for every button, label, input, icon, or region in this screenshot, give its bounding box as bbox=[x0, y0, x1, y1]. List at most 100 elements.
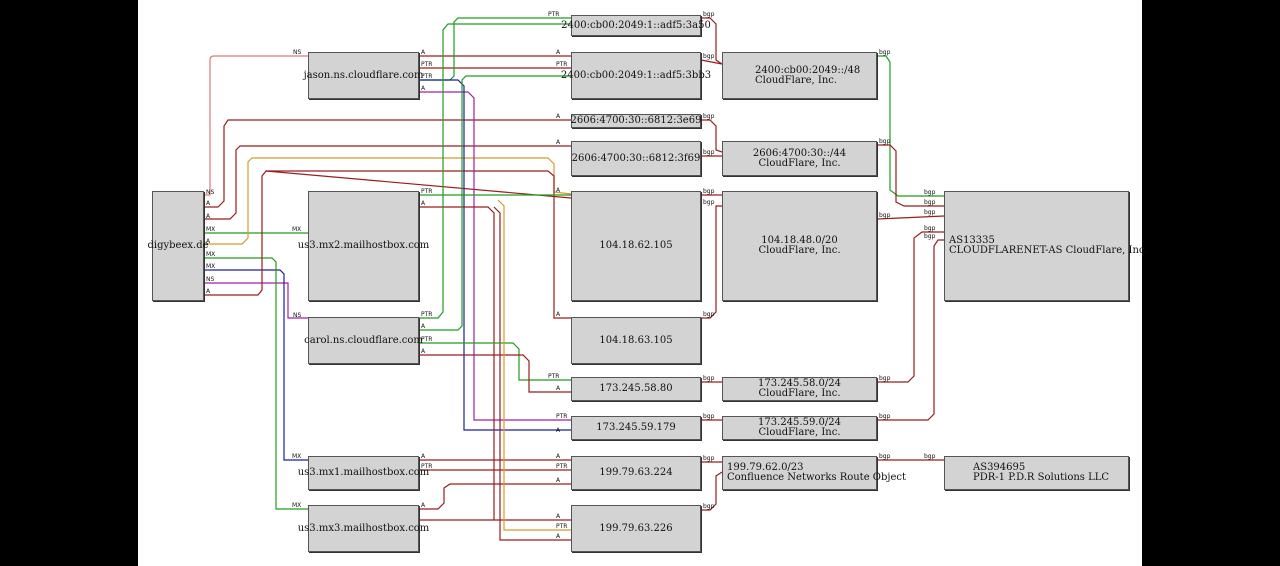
edge-label: A bbox=[556, 477, 561, 484]
node-label: digybeex.de bbox=[147, 240, 209, 251]
edge-label: PTR bbox=[556, 413, 567, 420]
edge-label: PTR bbox=[421, 73, 432, 80]
edge bbox=[876, 215, 945, 220]
node-carol: carol.ns.cloudflare.com bbox=[304, 317, 423, 364]
edge bbox=[204, 119, 571, 208]
node-jason: jason.ns.cloudflare.com bbox=[304, 52, 423, 99]
edge-label: NS bbox=[293, 49, 301, 56]
node-label: 2606:4700:30::/44 bbox=[752, 147, 847, 159]
edge bbox=[266, 170, 571, 319]
edge bbox=[877, 144, 944, 207]
edge-label: bgp bbox=[703, 199, 715, 206]
edge bbox=[419, 354, 571, 393]
edge-label: bgp bbox=[879, 375, 891, 382]
node-label: AS13335 bbox=[949, 235, 995, 246]
edge-label: bgp bbox=[703, 455, 715, 462]
node-us3mx2: us3.mx2.mailhostbox.com bbox=[298, 191, 429, 301]
node-label: 173.245.59.179 bbox=[596, 422, 676, 433]
edge-label: bgp bbox=[924, 233, 936, 240]
edge bbox=[204, 257, 308, 510]
edge-label: A bbox=[421, 49, 426, 56]
node-label: CloudFlare, Inc. bbox=[755, 74, 838, 86]
edge-label: bgp bbox=[924, 209, 936, 216]
edge-label: A bbox=[556, 187, 561, 194]
node-ip59179: 173.245.59.179 bbox=[571, 416, 701, 440]
edge-label: A bbox=[556, 139, 561, 146]
edge-label: MX bbox=[292, 453, 301, 460]
node-label: us3.mx1.mailhostbox.com bbox=[297, 467, 430, 478]
edge-label: bgp bbox=[924, 199, 936, 206]
edge-label: A bbox=[206, 238, 211, 245]
edge-label: PTR bbox=[548, 11, 559, 18]
edge-label: A bbox=[556, 311, 561, 318]
node-label: jason.ns.cloudflare.com bbox=[303, 69, 424, 81]
edge-label: bgp bbox=[703, 375, 715, 382]
node-ip105: 104.18.62.105 bbox=[571, 191, 701, 301]
edge bbox=[419, 483, 571, 510]
node-digybeex: digybeex.de bbox=[147, 191, 209, 301]
node-label: 199.79.62.0/23 bbox=[727, 462, 804, 473]
edge-label: PTR bbox=[421, 336, 432, 343]
edge-label: A bbox=[556, 385, 561, 392]
edge-label: A bbox=[421, 453, 426, 460]
node-label: 199.79.63.226 bbox=[599, 522, 673, 534]
edge-label: bgp bbox=[703, 188, 715, 195]
node-label: 199.79.63.224 bbox=[599, 467, 673, 478]
node-label: Confluence Networks Route Object bbox=[727, 472, 907, 483]
edge bbox=[701, 205, 722, 319]
edge-label: bgp bbox=[703, 11, 715, 18]
edge bbox=[877, 55, 944, 197]
node-label: PDR-1 P.D.R Solutions LLC bbox=[973, 472, 1110, 483]
node-label: us3.mx3.mailhostbox.com bbox=[297, 522, 430, 534]
edge-label: A bbox=[421, 323, 426, 330]
node-label: 173.245.59.0/24 bbox=[758, 417, 841, 428]
edge-label: bgp bbox=[924, 225, 936, 232]
node-label: 173.245.58.0/24 bbox=[758, 378, 841, 389]
edge-label: MX bbox=[292, 226, 301, 233]
edge bbox=[497, 199, 571, 531]
edge bbox=[204, 55, 308, 196]
edge-label: A bbox=[556, 533, 561, 540]
edge-label: PTR bbox=[421, 463, 432, 470]
edge-label: NS bbox=[293, 312, 301, 319]
edge bbox=[419, 75, 571, 331]
node-label: 173.245.58.80 bbox=[599, 383, 673, 394]
edge-label: bgp bbox=[703, 113, 715, 120]
node-ip6b: 2400:cb00:2049:1::adf5:3bb3 bbox=[561, 52, 711, 99]
edge-label: bgp bbox=[879, 413, 891, 420]
edge-label: PTR bbox=[421, 188, 432, 195]
node-label: 2606:4700:30::6812:3e69 bbox=[570, 115, 702, 126]
edge-label: MX bbox=[206, 251, 215, 258]
edge bbox=[493, 206, 571, 541]
edge bbox=[204, 145, 571, 220]
node-ip6a: 2400:cb00:2049:1::adf5:3a50 bbox=[561, 15, 711, 36]
edge bbox=[877, 239, 944, 421]
edge-label: NS bbox=[206, 276, 214, 283]
edge-label: bgp bbox=[703, 53, 715, 60]
node-ip6c: 2606:4700:30::6812:3e69 bbox=[571, 114, 701, 128]
node-ip224: 199.79.63.224 bbox=[571, 456, 701, 490]
edge-label: PTR bbox=[548, 373, 559, 380]
edge-layer: NSNSMXMXNSNSMXMXMXMXAAAAAAAAAAPTRPTRPTRP… bbox=[204, 11, 945, 541]
edge bbox=[204, 282, 308, 319]
node-ip63: 104.18.63.105 bbox=[571, 317, 701, 364]
edge-label: A bbox=[556, 513, 561, 520]
edge bbox=[700, 59, 723, 65]
edge-label: NS bbox=[206, 189, 214, 196]
edge bbox=[419, 23, 571, 319]
edge-label: MX bbox=[206, 226, 215, 233]
edge-label: A bbox=[206, 288, 211, 295]
edge-label: A bbox=[556, 427, 561, 434]
edge-label: A bbox=[421, 85, 426, 92]
edge-label: PTR bbox=[421, 311, 432, 318]
edge-label: bgp bbox=[703, 149, 715, 156]
node-label: AS394695 bbox=[973, 462, 1026, 473]
edge-label: PTR bbox=[556, 523, 567, 530]
